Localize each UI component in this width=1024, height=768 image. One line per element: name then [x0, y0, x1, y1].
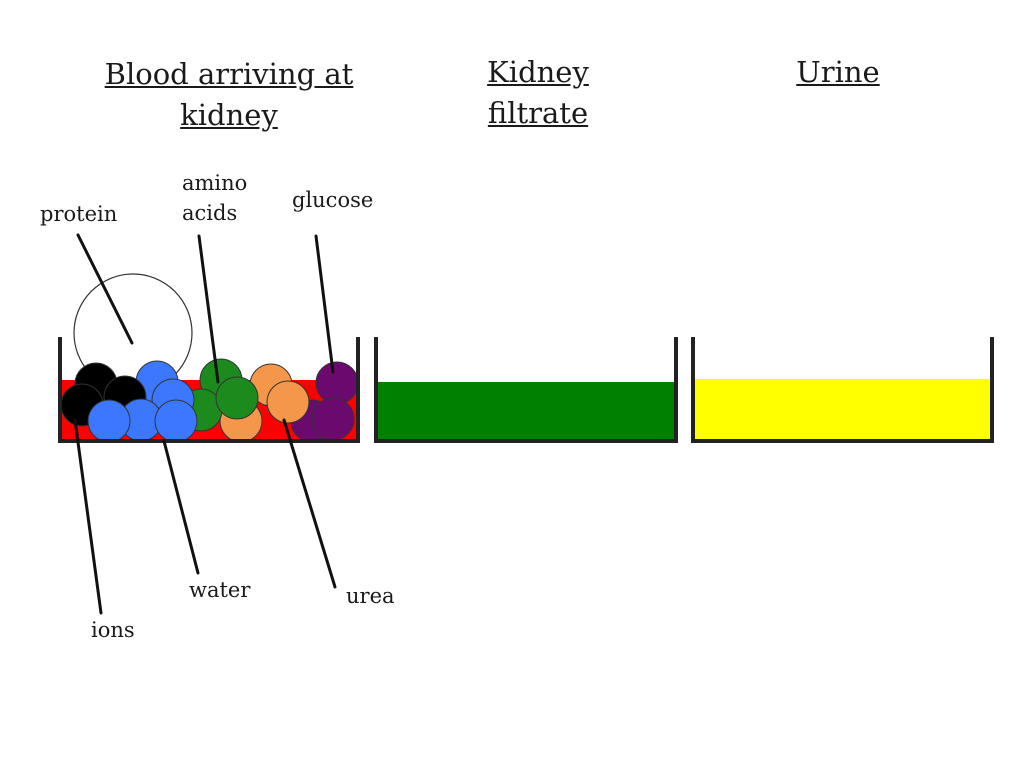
- water-particle: [87, 399, 131, 443]
- filtrate-container: [374, 337, 678, 443]
- label-amino-acids: amino acids: [182, 171, 248, 225]
- particles: [60, 358, 359, 443]
- pointer-amino-acids: [197, 234, 220, 384]
- water-particle: [154, 399, 198, 443]
- pointer-urea: [282, 418, 337, 589]
- amino-acid-particle: [215, 376, 259, 420]
- label-glucose: glucose: [292, 188, 374, 212]
- label-ions: ions: [91, 618, 135, 642]
- urine-liquid: [695, 379, 990, 440]
- pointer-ions: [73, 418, 103, 615]
- pointer-protein: [76, 233, 134, 345]
- filtrate-liquid: [378, 382, 674, 440]
- blood-container: [58, 337, 360, 443]
- label-urea: urea: [346, 584, 395, 608]
- pointer-lines: [73, 233, 337, 615]
- heading-kidney-filtrate: Kidney filtrate: [487, 55, 589, 130]
- glucose-particle: [315, 361, 359, 405]
- heading-blood: Blood arriving at kidney: [104, 57, 354, 132]
- label-protein: protein: [40, 202, 118, 226]
- heading-urine: Urine: [796, 55, 880, 89]
- pointer-water: [162, 439, 200, 575]
- containers: [58, 337, 994, 443]
- urea-particle: [266, 380, 310, 424]
- label-water: water: [189, 578, 251, 602]
- glucose-particle: [311, 397, 355, 441]
- urine-container: [691, 337, 994, 443]
- pointer-glucose: [314, 234, 335, 374]
